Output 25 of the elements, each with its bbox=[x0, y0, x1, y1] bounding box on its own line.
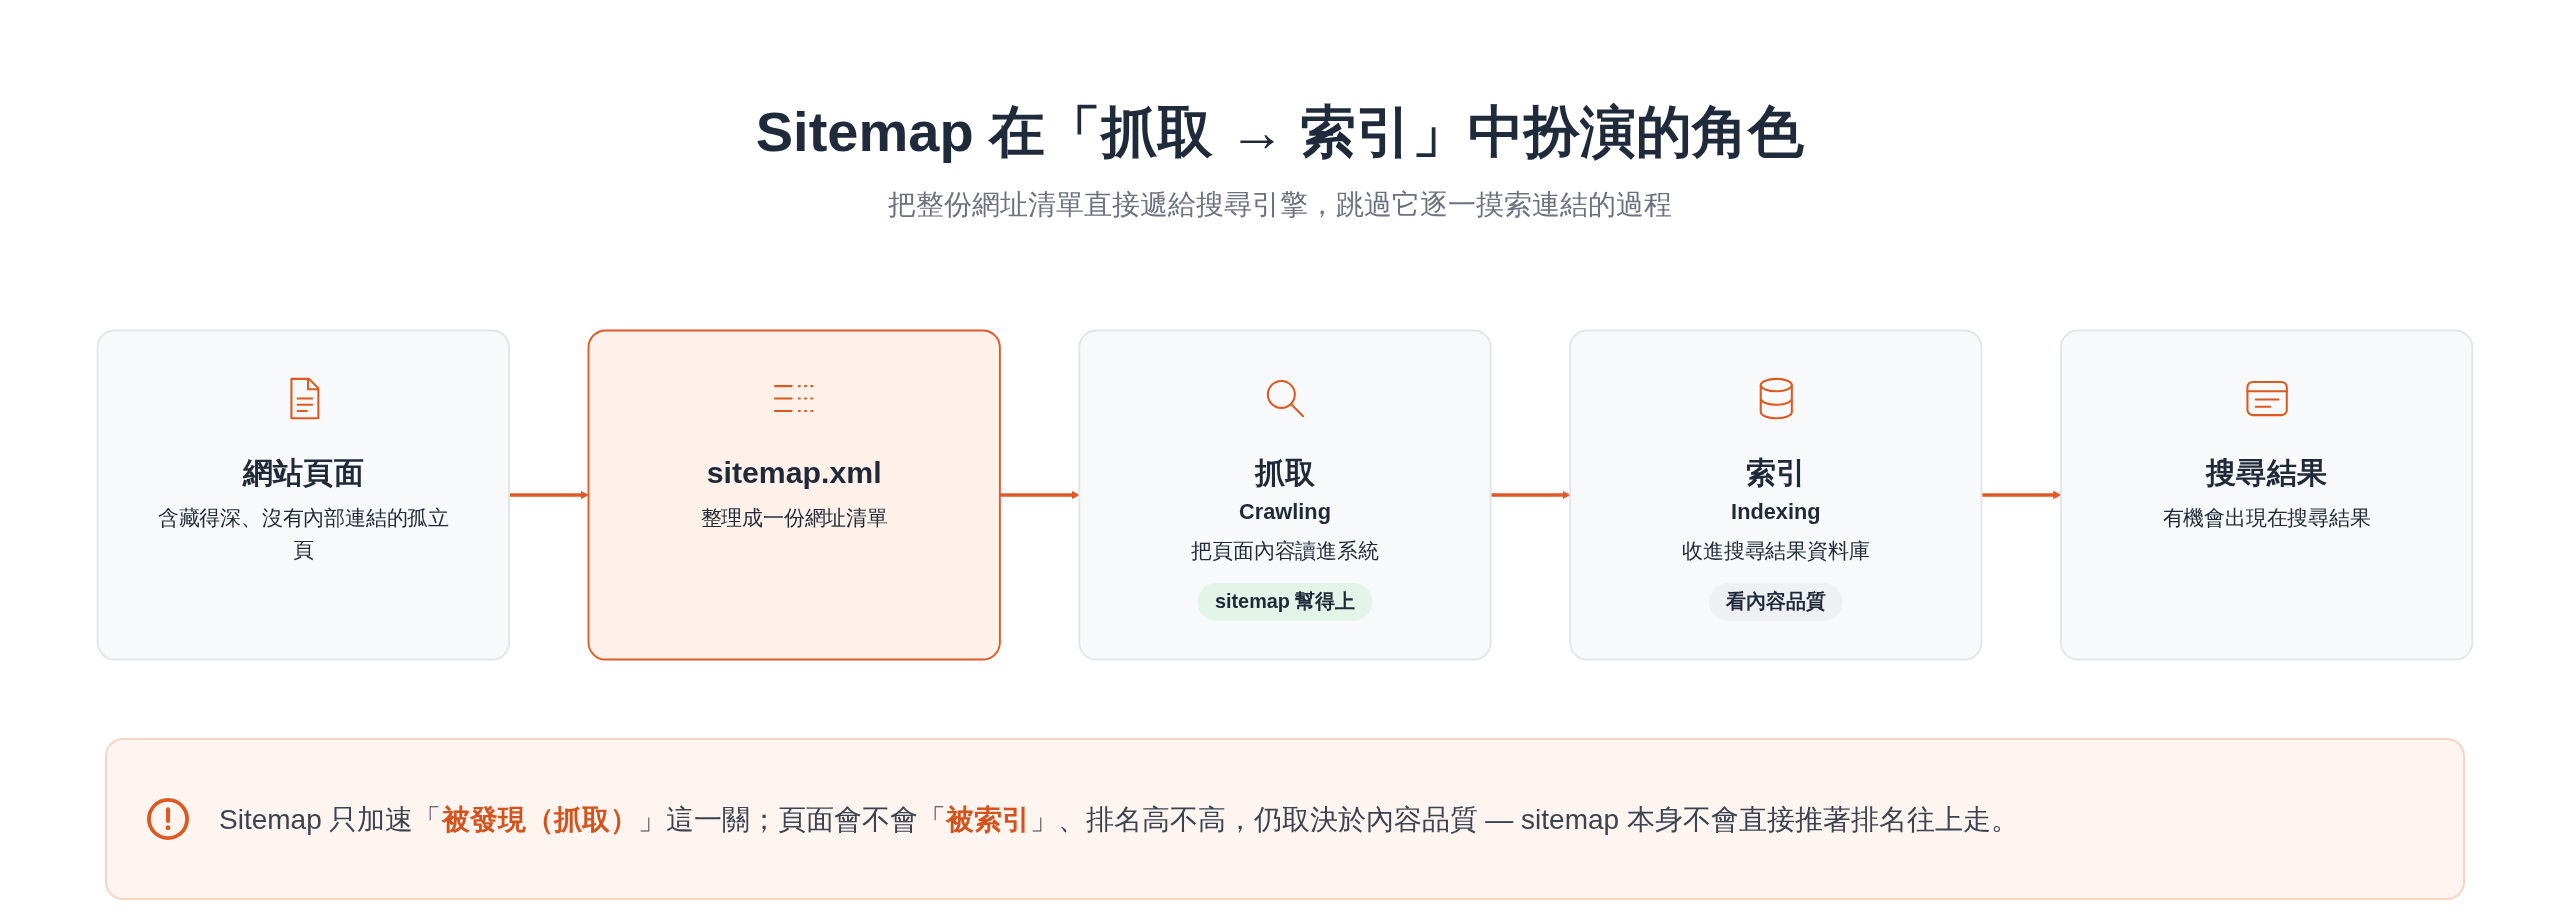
arrow bbox=[509, 490, 589, 500]
node-title: 索引 bbox=[1745, 454, 1807, 492]
node-title: 搜尋結果 bbox=[2206, 454, 2328, 492]
node-description: 含藏得深、沒有內部連結的孤立頁 bbox=[156, 505, 450, 565]
note-text: Sitemap 只加速「被發現（抓取）」這一關；頁面會不會「被索引」、排名高不高，仍取決於內容品質 — sitemap 本身不會直接推著排名往上走。 bbox=[219, 802, 2019, 837]
node-subtitle: Crawling bbox=[1239, 497, 1331, 526]
node-box bbox=[96, 329, 510, 661]
node-box bbox=[2060, 329, 2474, 661]
arrow bbox=[999, 490, 1080, 500]
status-tag: sitemap 幫得上 bbox=[1197, 583, 1373, 621]
node-box bbox=[587, 329, 1001, 661]
node-title: sitemap.xml bbox=[706, 454, 882, 492]
arrow bbox=[1490, 490, 1571, 500]
title: Sitemap 在「抓取 → 索引」中扮演的角色 bbox=[755, 99, 1805, 165]
node-description: 把頁面內容讀進系統 bbox=[1191, 538, 1379, 566]
node-description: 整理成一份網址清單 bbox=[700, 505, 888, 533]
status-tag: 看內容品質 bbox=[1709, 583, 1843, 621]
node-description: 有機會出現在搜尋結果 bbox=[2162, 505, 2371, 533]
subtitle: 把整份網址清單直接遞給搜尋引擎，跳過它逐一摸索連結的過程 bbox=[888, 188, 1672, 223]
node-title: 網站頁面 bbox=[242, 454, 364, 492]
node-subtitle: Indexing bbox=[1731, 497, 1821, 526]
node-box bbox=[1078, 329, 1492, 661]
node-title: 抓取 bbox=[1254, 454, 1316, 492]
node-box bbox=[1569, 329, 1983, 661]
node-description: 收進搜尋結果資料庫 bbox=[1682, 538, 1870, 566]
